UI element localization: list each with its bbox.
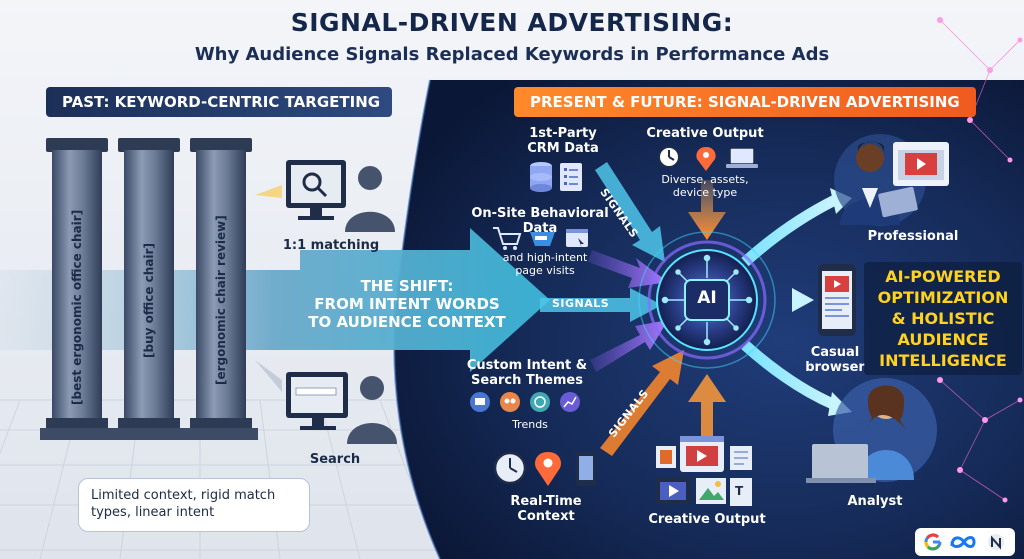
crm-label: 1st-Party CRM Data [518,126,608,156]
present-future-banner: PRESENT & FUTURE: SIGNAL-DRIVEN ADVERTIS… [514,87,976,117]
ai-opt-line-5: INTELLIGENCE [879,351,1007,370]
custom-intent-label: Custom Intent & Search Themes [462,358,592,388]
checklist-icon [560,163,582,191]
persona-professional-label: Professional [867,229,959,244]
crm-line-1: 1st-Party [529,126,597,141]
meta-logo [950,536,976,548]
ai-opt-line-3: & HOLISTIC [891,309,995,328]
pillar-keyword-1: [best ergonomic office chair] [70,209,84,405]
behavioral-desc-2: page visits [515,264,575,277]
realtime-line-1: Real-Time [510,494,582,509]
pillar-group [40,138,258,440]
persona-casual-label: Casual browser [795,345,875,375]
creative-output-top-title: Creative Output [646,126,764,141]
behavioral-title: On-Site Behavioral Data [471,206,609,236]
ai-opt-line-1: AI-POWERED [885,267,1001,286]
monitor-icon [286,160,346,220]
crm-line-2: CRM Data [527,141,599,156]
tablet-icon [878,186,918,218]
persona-analyst-label: Analyst [847,494,903,509]
shift-text: THE SHIFT: FROM INTENT WORDS TO AUDIENCE… [292,277,522,331]
creative-output-bottom-title: Creative Output [648,512,766,527]
custom-intent-line-1: Custom Intent & [466,358,588,373]
ai-label: AI [697,288,717,308]
svg-text:T: T [735,484,744,498]
clock-icon [658,146,680,168]
limitations-note: Limited context, rigid match types, line… [78,478,310,532]
phone-icon [818,264,856,336]
signals-label-middle: SIGNALS [552,297,610,310]
pillar-keyword-2: [buy office chair] [142,243,156,358]
location-pin-icon [696,147,716,171]
realtime-label: Real-Time Context [496,494,596,524]
ai-opt-line-2: OPTIMIZATION [877,288,1009,307]
persona-casual-line-1: Casual [810,345,860,360]
ai-optimization-text: AI-POWERED OPTIMIZATION & HOLISTIC AUDIE… [864,262,1022,375]
matching-label: 1:1 matching [282,238,380,253]
ai-chip-icon [638,231,776,369]
creative-desc-2: device type [672,186,738,199]
pillar-keyword-3: [ergonomic chair review] [214,215,228,385]
persona-casual-line-2: browser [805,360,865,375]
shift-line-3: TO AUDIENCE CONTEXT [308,313,506,331]
page-subtitle: Why Audience Signals Replaced Keywords i… [194,44,830,65]
behavioral-desc-1: and high-intent [502,251,588,264]
behavioral-desc: and high-intent page visits [490,251,600,277]
custom-intent-line-2: Search Themes [471,373,583,388]
ai-opt-line-4: AUDIENCE [897,330,989,349]
search-label: Search [309,452,361,467]
creative-desc-1: Diverse, assets, [661,173,749,186]
partner-logos [924,533,1004,551]
person-icon [345,166,395,232]
creative-output-top-desc: Diverse, assets, device type [640,173,770,199]
past-banner: PAST: KEYWORD-CENTRIC TARGETING [46,87,392,117]
realtime-line-2: Context [517,509,575,524]
laptop-icon [726,147,758,168]
page-title: SIGNAL-DRIVEN ADVERTISING: [290,8,734,37]
database-icon [530,162,552,192]
trends-label: Trends [512,418,548,431]
shift-line-2: FROM INTENT WORDS [314,295,500,313]
google-logo [924,533,942,551]
shift-line-1: THE SHIFT: [360,277,454,295]
cart-icon [493,227,522,250]
browser-window-icon [566,229,588,248]
